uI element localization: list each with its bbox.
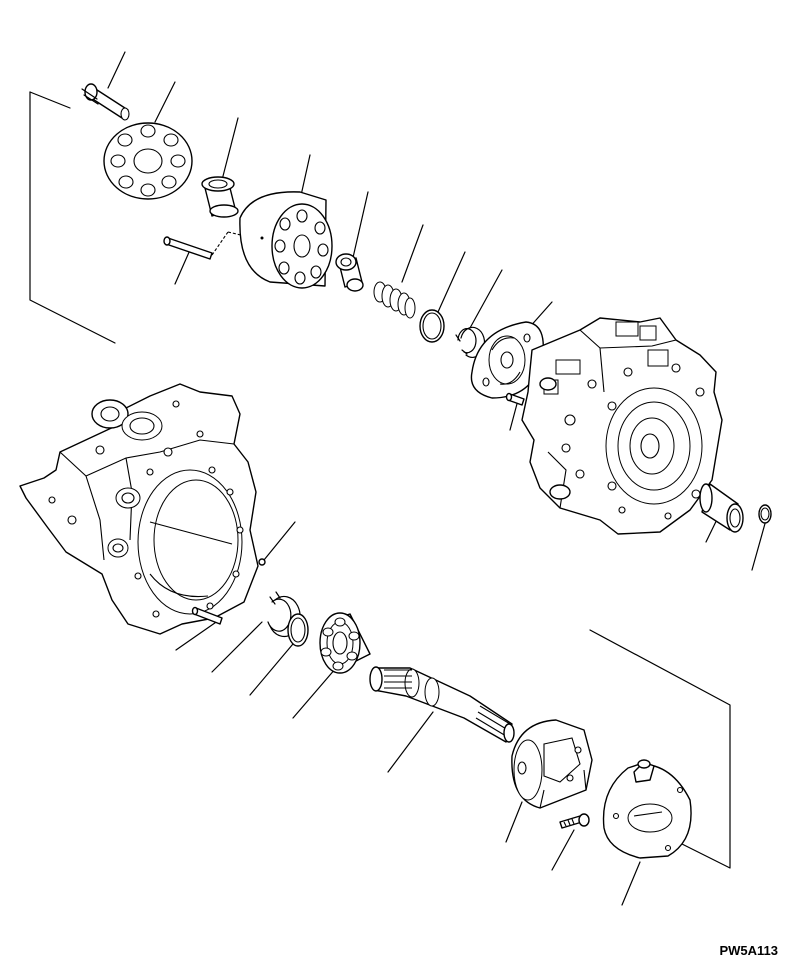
swash-plate-cradle bbox=[511, 719, 593, 809]
pump-case bbox=[19, 383, 259, 635]
needle-bearing bbox=[699, 483, 744, 533]
drive-shaft bbox=[369, 666, 515, 743]
dowel-pin bbox=[505, 392, 525, 406]
snap-ring bbox=[455, 326, 486, 358]
frame-lines bbox=[29, 91, 731, 869]
leader-lines bbox=[107, 51, 767, 906]
spherical-bushing bbox=[201, 176, 239, 218]
drawing-code: PW5A113 bbox=[719, 943, 778, 958]
washer bbox=[419, 309, 445, 343]
retainer-plate bbox=[103, 122, 193, 200]
collar bbox=[335, 253, 364, 292]
cover-plate bbox=[602, 759, 692, 859]
guide-pin bbox=[163, 231, 263, 260]
case-pins bbox=[191, 558, 266, 625]
snap-ring-right bbox=[758, 504, 772, 524]
bolt bbox=[559, 813, 590, 829]
valve-plate bbox=[470, 321, 544, 399]
cylinder-block bbox=[239, 191, 333, 289]
roller-bearing bbox=[319, 612, 371, 674]
end-cap-housing bbox=[521, 317, 723, 535]
spring bbox=[373, 281, 416, 319]
pin bbox=[81, 83, 130, 121]
spacer-ring bbox=[287, 613, 309, 647]
